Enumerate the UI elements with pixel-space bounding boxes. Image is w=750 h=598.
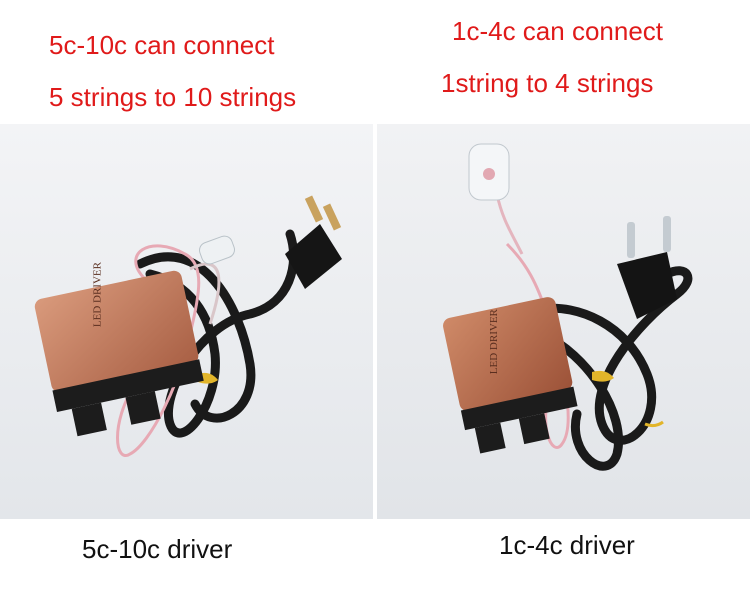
right-heading-line1: 1c-4c can connect bbox=[452, 16, 664, 46]
left-driver-photo: LED DRIVER bbox=[0, 124, 373, 519]
left-heading-line1: 5c-10c can connect bbox=[49, 30, 275, 60]
right-box-label: LED DRIVER bbox=[488, 308, 500, 374]
left-box-label: LED DRIVER bbox=[91, 261, 103, 327]
right-heading-line2: 1string to 4 strings bbox=[441, 68, 654, 98]
right-driver-photo: LED DRIVER bbox=[377, 124, 750, 519]
right-footer-caption: 1c-4c driver bbox=[499, 530, 635, 560]
left-footer-caption: 5c-10c driver bbox=[82, 534, 233, 564]
left-heading-line2: 5 strings to 10 strings bbox=[49, 82, 297, 112]
